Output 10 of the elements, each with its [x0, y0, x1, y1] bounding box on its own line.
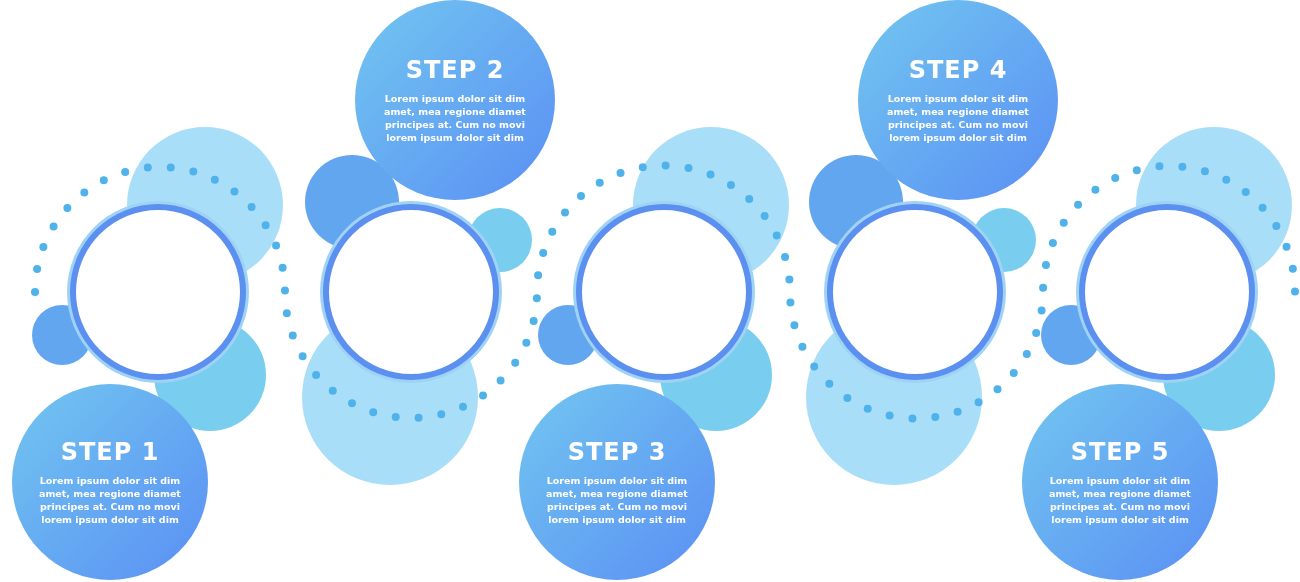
step-description: Lorem ipsum dolor sit dim amet, mea regione diamet principes at. Cum no movi lorem ipsum dolor sit dim [1048, 474, 1192, 526]
step-title: STEP 4 [908, 56, 1008, 84]
step-title: STEP 1 [60, 438, 160, 466]
step-title: STEP 5 [1070, 438, 1170, 466]
step-title: STEP 3 [567, 438, 667, 466]
step-description: Lorem ipsum dolor sit dim amet, mea regione diamet principes at. Cum no movi lorem ipsum dolor sit dim [38, 474, 182, 526]
step-description: Lorem ipsum dolor sit dim amet, mea regione diamet principes at. Cum no movi lorem ipsum dolor sit dim [383, 92, 527, 144]
step-description: Lorem ipsum dolor sit dim amet, mea regione diamet principes at. Cum no movi lorem ipsum dolor sit dim [886, 92, 1030, 144]
step-title: STEP 2 [405, 56, 505, 84]
step-description: Lorem ipsum dolor sit dim amet, mea regione diamet principes at. Cum no movi lorem ipsum dolor sit dim [545, 474, 689, 526]
